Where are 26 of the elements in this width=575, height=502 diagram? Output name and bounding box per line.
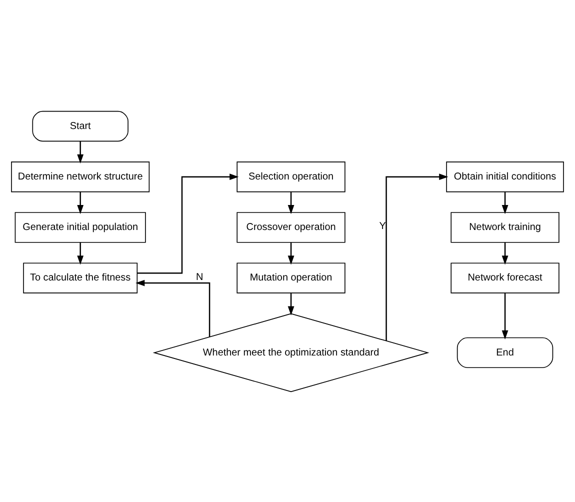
arrow (77, 242, 84, 264)
arrow (136, 279, 210, 336)
node-box: Crossover operation (236, 212, 346, 242)
edge-label: Y (379, 220, 386, 232)
arrow (502, 242, 508, 264)
node-box: Generate initial population (14, 212, 146, 242)
arrow (137, 173, 239, 274)
arrow (502, 192, 508, 214)
node-box: Determine network structure (11, 161, 150, 192)
node-box: End (456, 336, 554, 368)
arrow (77, 192, 84, 214)
node-diamond: Whether meet the optimization standard (152, 312, 430, 392)
arrow (288, 292, 294, 315)
arrow (386, 173, 448, 340)
node-box: Network forecast (450, 262, 560, 293)
arrow (502, 292, 508, 339)
node-box: Selection operation (236, 161, 346, 192)
arrow (288, 242, 294, 264)
node-box: Start (32, 110, 128, 142)
arrow (77, 140, 84, 164)
node-box: Mutation operation (236, 262, 346, 293)
node-box: To calculate the fitness (23, 262, 138, 293)
node-box: Obtain initial conditions (446, 161, 564, 192)
arrow (288, 192, 294, 214)
edge-label: N (196, 272, 204, 283)
node-box: Network training (450, 212, 560, 242)
